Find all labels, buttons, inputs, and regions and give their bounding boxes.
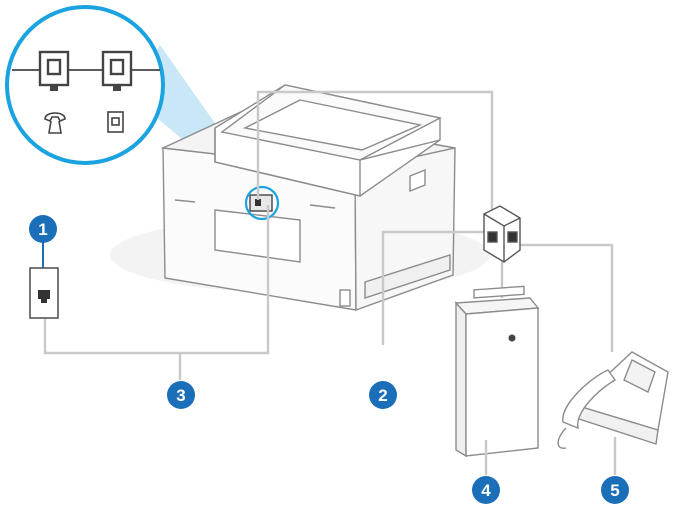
wall-jack-symbol-icon <box>107 111 124 133</box>
callout-4: 4 <box>472 440 500 504</box>
telephone-wall-jack <box>29 242 59 319</box>
printer-to-splitter-cable <box>256 90 494 213</box>
callout-2: 2 <box>369 381 397 409</box>
callout-2-label: 2 <box>378 386 387 405</box>
computer-tower <box>454 285 540 458</box>
line-port-icon <box>101 50 133 91</box>
phone-port-icon <box>38 50 70 91</box>
callout-4-label: 4 <box>481 481 491 500</box>
handset-symbol-icon <box>44 112 66 134</box>
parallel-splitter <box>483 205 521 263</box>
callout-3-label: 3 <box>176 386 185 405</box>
phone-cord-3 <box>43 205 270 355</box>
inset-circle <box>5 5 165 165</box>
telephone <box>557 351 669 449</box>
callout-5-label: 5 <box>610 481 619 500</box>
callout-5: 5 <box>601 437 629 504</box>
callout-1: 1 <box>29 215 57 243</box>
callout-3: 3 <box>167 353 195 409</box>
port-highlight-circle <box>244 185 280 221</box>
cord-2-pointer <box>381 230 492 345</box>
printer <box>160 84 456 311</box>
splitter-to-phone-cable <box>518 243 614 352</box>
callout-1-label: 1 <box>38 220 47 239</box>
port-inset <box>5 5 165 165</box>
